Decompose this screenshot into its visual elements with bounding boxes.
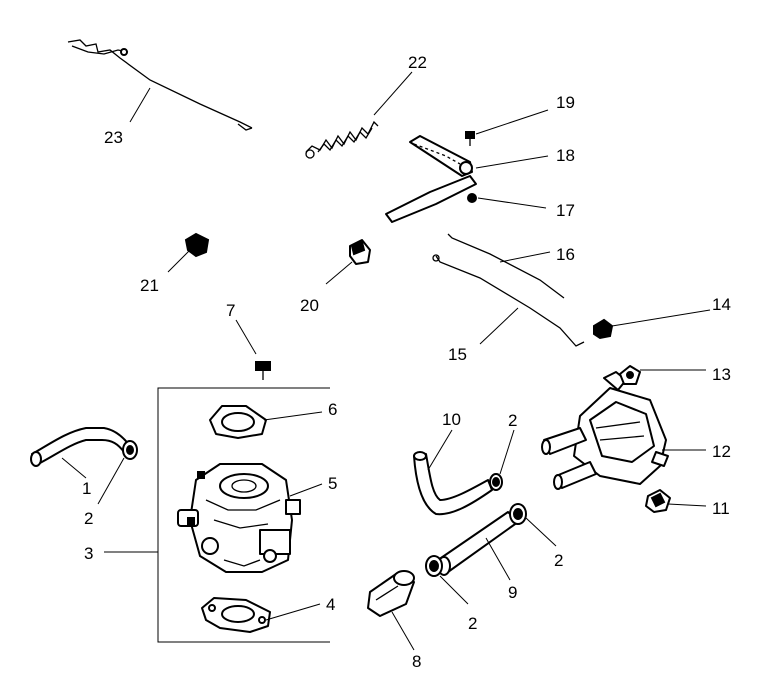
part-11-fitting [645, 489, 671, 513]
part-2-hose-clamp [122, 440, 138, 460]
part-23-link-rod [67, 39, 253, 131]
part-21-grommet [184, 232, 210, 258]
callout-19: 19 [556, 93, 575, 112]
part-22-spring [305, 120, 379, 159]
part-1-fuel-hose [30, 427, 131, 467]
callout-15: 15 [448, 345, 467, 364]
callout-2a: 2 [84, 509, 93, 528]
part-7-screw [255, 361, 271, 380]
callout-21: 21 [140, 276, 159, 295]
part-2-hose-clamp [489, 473, 503, 491]
part-2-hose-clamp [509, 503, 527, 525]
part-16-rod [447, 233, 565, 299]
part-19-screw [465, 131, 475, 146]
part-18-lever [385, 135, 477, 223]
callout-7: 7 [226, 301, 235, 320]
callout-5: 5 [328, 474, 337, 493]
part-14-fitting [593, 318, 614, 340]
callout-6: 6 [328, 400, 337, 419]
callout-3: 3 [84, 544, 93, 563]
part-12-fuel-pump [541, 371, 669, 490]
part-2-hose-clamp [425, 555, 443, 577]
callout-11: 11 [712, 499, 730, 518]
callout-12: 12 [712, 442, 731, 461]
callout-8: 8 [412, 652, 421, 671]
part-20-bushing [349, 239, 371, 265]
part-4-gasket [201, 597, 271, 633]
part-6-gasket [209, 405, 267, 439]
callout-4: 4 [326, 595, 335, 614]
assembly-3-bracket [104, 387, 330, 643]
part-13-fitting [619, 365, 641, 385]
callout-23: 23 [104, 128, 123, 147]
callout-2b: 2 [508, 411, 517, 430]
part-10-bent-hose [413, 451, 493, 516]
part-15-rod [432, 254, 585, 347]
callout-18: 18 [556, 146, 575, 165]
callout-13: 13 [712, 365, 731, 384]
callout-9: 9 [508, 583, 517, 602]
callout-1: 1 [82, 479, 91, 498]
callout-14: 14 [712, 295, 731, 314]
part-8-fuel-filter [367, 570, 415, 617]
part-5-carburetor [177, 463, 301, 573]
callout-20: 20 [300, 296, 319, 315]
callout-2d: 2 [468, 614, 477, 633]
callout-2c: 2 [554, 551, 563, 570]
callout-22: 22 [408, 53, 427, 72]
callout-16: 16 [556, 245, 575, 264]
callout-17: 17 [556, 201, 575, 220]
callout-10: 10 [442, 410, 461, 429]
part-17-nut [467, 193, 477, 203]
part-9-straight-hose [437, 511, 519, 576]
